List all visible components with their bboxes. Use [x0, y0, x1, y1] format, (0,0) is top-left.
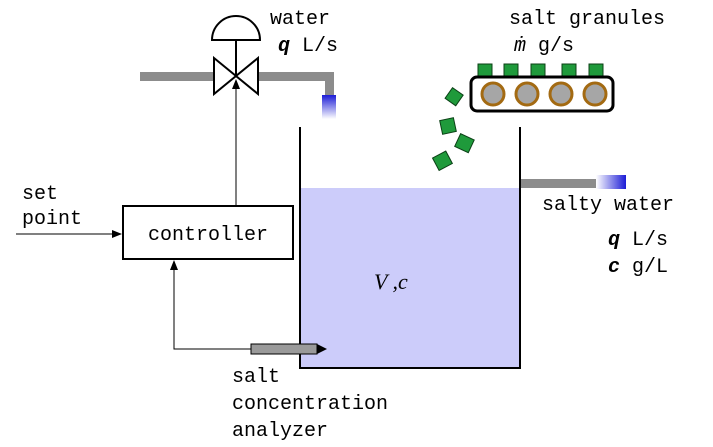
set-point-label-line2: point — [22, 208, 82, 231]
tank-water — [300, 188, 520, 368]
outlet-nozzle — [596, 175, 626, 189]
controller-box — [122, 205, 294, 260]
salt-feeder — [469, 63, 615, 113]
outlet-pipe — [521, 179, 601, 188]
inlet-nozzle — [322, 95, 336, 119]
analyzer-probe — [250, 343, 327, 355]
analyzer-label-line2: concentration — [232, 393, 388, 416]
set-point-label-line1: set — [22, 183, 58, 206]
water-label: water — [270, 8, 330, 31]
salt-rate-label: ṁ g/s — [514, 35, 574, 58]
outlet-flow-label: q L/s — [608, 229, 668, 252]
salty-water-label: salty water — [542, 194, 674, 217]
analyzer-label-line3: analyzer — [232, 420, 328, 443]
signal-lines — [16, 79, 252, 350]
salt-granules-label: salt granules — [509, 8, 665, 31]
analyzer-to-controller-arrow — [170, 260, 252, 350]
outlet-conc-label: c g/L — [608, 256, 668, 279]
analyzer-label-line1: salt — [232, 366, 280, 389]
water-rate-label: q L/s — [278, 35, 338, 58]
tank-label: V ,c — [374, 269, 408, 294]
water-inlet-pipe — [140, 72, 334, 96]
falling-granules — [431, 86, 475, 172]
controller-label: controller — [148, 224, 268, 247]
tank — [299, 127, 521, 369]
control-valve — [210, 15, 262, 97]
